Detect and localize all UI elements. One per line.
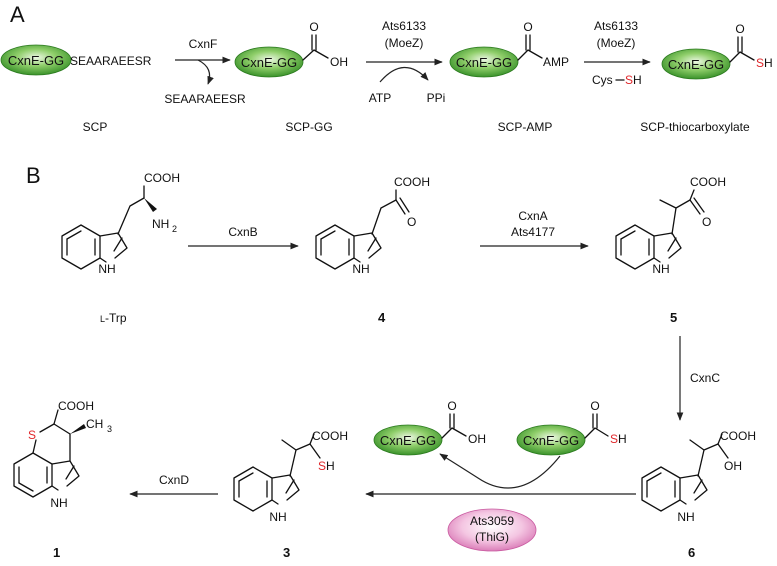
byproduct-peptide: SEAARAEESR [164, 92, 246, 106]
enzyme-cxnf: CxnF [189, 37, 218, 51]
label-compound-3: 3 [283, 545, 290, 560]
svg-text:OH: OH [724, 459, 742, 473]
enzyme-ats4177: Ats4177 [511, 225, 555, 239]
structure-3: NH COOH S H [233, 429, 348, 524]
svg-text:NH: NH [352, 262, 369, 276]
label-compound-4: 4 [378, 310, 386, 325]
svg-text:OH: OH [330, 55, 348, 69]
donor-h: H [633, 73, 642, 87]
enzyme-cxnd: CxnD [159, 473, 189, 487]
name-scp-amp: SCP-AMP [498, 120, 553, 134]
arrow-cxna: CxnA Ats4177 [480, 209, 589, 250]
svg-text:CxnE-GG: CxnE-GG [523, 433, 579, 448]
svg-text:O: O [309, 20, 318, 34]
arrow-ats6133-cys: Ats6133 (MoeZ) Cys S H [584, 19, 651, 87]
scp-thiocarboxylate-structure: CxnE-GG O S H [661, 22, 773, 80]
svg-text:H: H [326, 459, 335, 473]
label-compound-5: 5 [670, 310, 677, 325]
enzyme-ats3059: Ats3059 [470, 514, 514, 528]
svg-text:O: O [735, 22, 744, 36]
carrier-scp-gg: CxnE-GG O OH [373, 399, 486, 456]
svg-text:S: S [28, 428, 36, 442]
arrow-ats6133-atp: Ats6133 (MoeZ) ATP PPi [366, 19, 445, 105]
svg-text:CH: CH [86, 417, 103, 431]
arrow-cxnd: CxnD [129, 473, 218, 498]
structure-4: NH COOH O [315, 175, 430, 276]
arrow-cxnf: CxnF SEAARAEESR [164, 37, 246, 106]
donor-sulfur: S [625, 73, 633, 87]
svg-text:COOH: COOH [394, 175, 430, 189]
svg-text:NH: NH [152, 217, 169, 231]
enzyme-thig: (ThiG) [475, 530, 509, 544]
svg-text:O: O [702, 215, 711, 229]
label-compound-6: 6 [688, 545, 695, 560]
structure-6: NH COOH OH [641, 429, 756, 524]
enzyme-ats6133-b: Ats6133 [594, 19, 638, 33]
cofactor-atp: ATP [369, 91, 391, 105]
svg-text:COOH: COOH [144, 171, 180, 185]
svg-text:O: O [590, 399, 599, 413]
svg-text:NH: NH [652, 262, 669, 276]
arrow-cxnc: CxnC [676, 336, 720, 421]
enzyme-moez-b: (MoeZ) [597, 36, 636, 50]
svg-text:S: S [318, 459, 326, 473]
peptide-tail: SEAARAEESR [70, 54, 152, 68]
enzyme-cxna: CxnA [518, 209, 547, 223]
svg-text:COOH: COOH [312, 429, 348, 443]
panel-label-b: B [26, 163, 41, 188]
arrow-cxnb: CxnB [188, 225, 299, 250]
svg-text:CxnE-GG: CxnE-GG [380, 433, 436, 448]
scp-gg-structure: CxnE-GG O OH [234, 20, 348, 78]
label-compound-1: 1 [53, 545, 60, 560]
structure-5: NH COOH O [615, 175, 726, 276]
svg-text:O: O [447, 399, 456, 413]
name-scp: SCP [83, 120, 108, 134]
svg-text:AMP: AMP [543, 55, 569, 69]
svg-text:O: O [523, 20, 532, 34]
donor-cys: Cys [592, 73, 613, 87]
name-scp-thiocarboxylate: SCP-thiocarboxylate [640, 120, 750, 134]
enzyme-ats3059-badge: Ats3059 (ThiG) [447, 508, 537, 552]
svg-text:OH: OH [468, 432, 486, 446]
structure-1: NH S COOH CH 3 [13, 399, 112, 510]
svg-text:S: S [610, 432, 618, 446]
svg-text:NH: NH [677, 510, 694, 524]
svg-text:NH: NH [50, 496, 67, 510]
svg-text:CxnE-GG: CxnE-GG [241, 55, 297, 70]
structure-l-trp: NH COOH NH 2 [61, 171, 180, 276]
svg-text:NH: NH [269, 510, 286, 524]
byproduct-ppi: PPi [427, 91, 446, 105]
protein-cxne-ellipse [0, 44, 72, 76]
scp-structure: CxnE-GG SEAARAEESR [0, 44, 152, 76]
panel-label-a: A [10, 2, 25, 27]
enzyme-moez-a: (MoeZ) [385, 36, 424, 50]
label-l-trp: L-Trp [100, 311, 127, 325]
carrier-thiocarboxylate: CxnE-GG O S H [516, 399, 627, 456]
svg-text:S: S [756, 56, 764, 70]
svg-text:2: 2 [172, 224, 177, 234]
arrow-ats3059 [365, 453, 636, 498]
protein-cxne-label: CxnE-GG [8, 53, 64, 68]
svg-text:H: H [618, 432, 627, 446]
svg-text:NH: NH [98, 262, 115, 276]
enzyme-ats6133-a: Ats6133 [382, 19, 426, 33]
svg-text:COOH: COOH [58, 399, 94, 413]
enzyme-cxnb: CxnB [228, 225, 257, 239]
svg-text:H: H [764, 56, 773, 70]
enzyme-cxnc: CxnC [690, 371, 720, 385]
name-scp-gg: SCP-GG [285, 120, 332, 134]
svg-text:COOH: COOH [720, 429, 756, 443]
svg-text:CxnE-GG: CxnE-GG [668, 57, 724, 72]
svg-text:CxnE-GG: CxnE-GG [456, 55, 512, 70]
svg-text:3: 3 [107, 424, 112, 434]
scp-amp-structure: CxnE-GG O AMP [449, 20, 569, 78]
svg-text:COOH: COOH [690, 175, 726, 189]
svg-text:O: O [407, 215, 416, 229]
